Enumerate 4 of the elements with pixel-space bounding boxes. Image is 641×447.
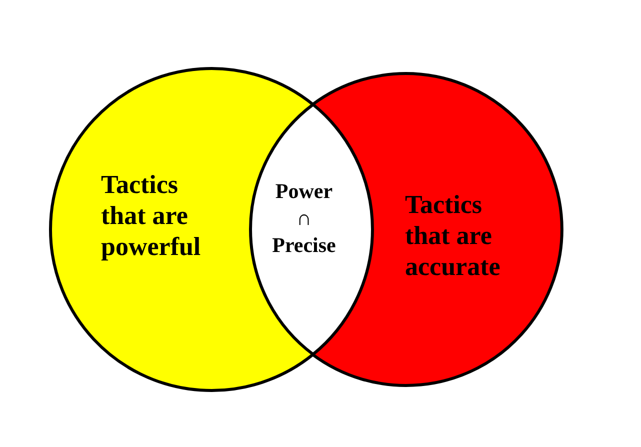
- set-label: Tactics that are powerful: [101, 169, 202, 262]
- intersection-region: [248, 102, 374, 356]
- set-label: Tactics that are accurate: [404, 189, 502, 282]
- intersection-label: Power ∩ Precise: [271, 178, 337, 259]
